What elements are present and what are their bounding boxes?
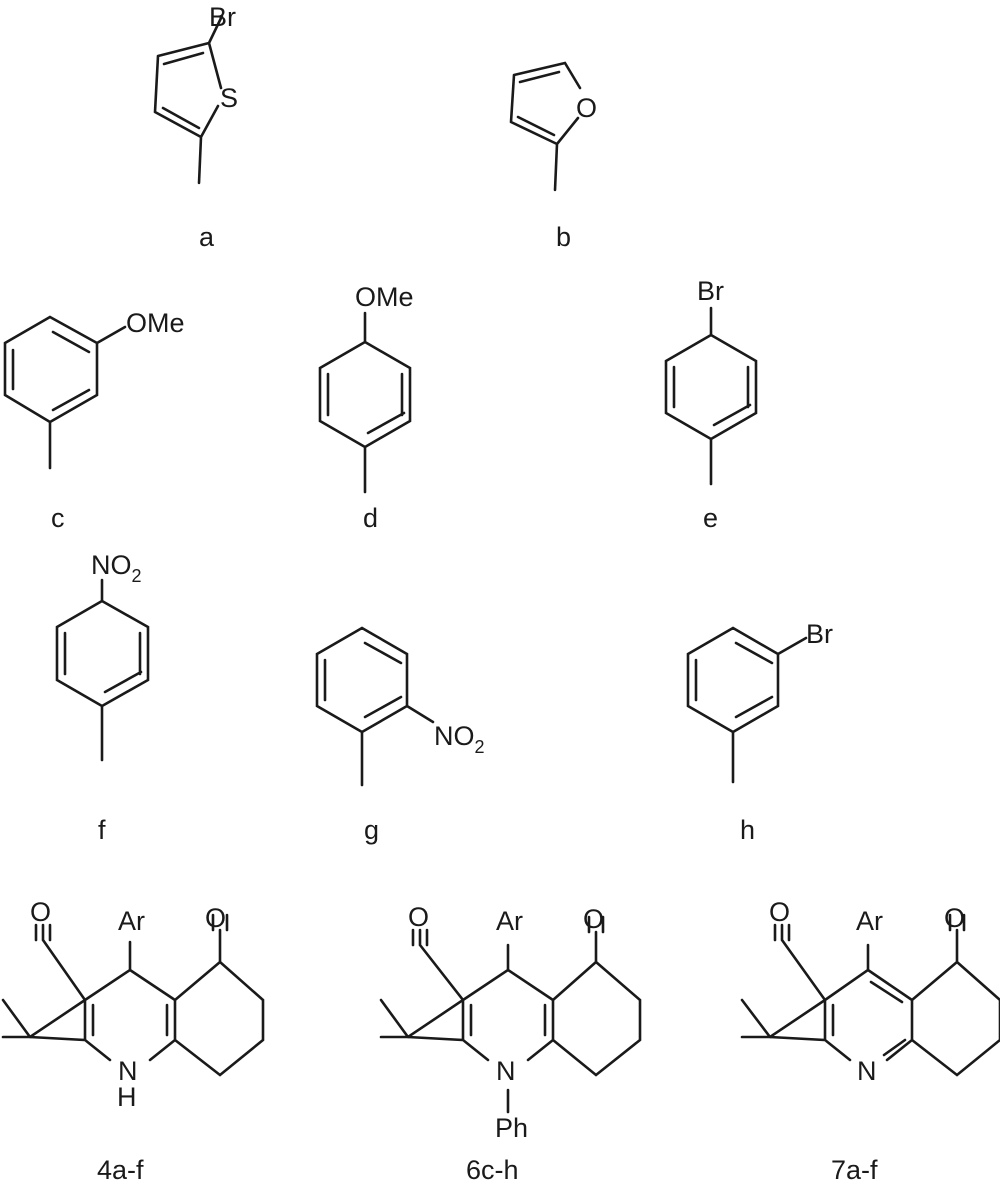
label-b: b (556, 222, 571, 252)
bond (55, 578, 150, 762)
product-7a-f: O Ar O N 7a-f (740, 897, 1000, 1185)
atom-o: O (576, 93, 597, 123)
substituent-d: OMe d (318, 282, 414, 533)
atom-ar: Ar (856, 906, 883, 936)
bond (379, 928, 642, 1114)
bond (509, 61, 582, 192)
atom-no: NO2 (91, 550, 142, 586)
substituent-g: NO2 g (315, 626, 485, 845)
double-bond (411, 915, 605, 1037)
atom-o: O (408, 902, 429, 932)
atom-o: O (583, 904, 604, 934)
atom-br: Br (806, 619, 833, 649)
label-e: e (703, 503, 718, 533)
atom-br: Br (209, 2, 236, 32)
atom-n: N (496, 1056, 516, 1086)
substituent-h: Br h (686, 619, 833, 845)
bond (318, 311, 412, 494)
substituent-b: O b (509, 61, 597, 252)
label-f: f (98, 815, 106, 845)
atom-s: S (220, 83, 238, 113)
bond (315, 626, 435, 787)
atom-ome: OMe (126, 308, 185, 338)
atom-h: H (117, 1082, 137, 1112)
atom-ar: Ar (496, 906, 523, 936)
atom-o: O (30, 897, 51, 927)
label-g: g (364, 815, 379, 845)
label-6c-h: 6c-h (466, 1155, 519, 1185)
bond (3, 315, 127, 470)
atom-n: N (118, 1056, 138, 1086)
bond (686, 626, 808, 784)
atom-o: O (769, 897, 790, 927)
bond (153, 14, 224, 185)
substituent-a: Br S a (153, 2, 238, 252)
substituent-e: Br e (664, 276, 758, 533)
label-7a-f: 7a-f (831, 1155, 878, 1185)
double-bond (34, 913, 229, 1037)
label-d: d (363, 503, 378, 533)
atom-n: N (857, 1056, 877, 1086)
double-bond (773, 913, 966, 1057)
label-4a-f: 4a-f (97, 1155, 144, 1185)
product-6c-h: O Ar O N Ph 6c-h (379, 902, 642, 1185)
substituent-f: NO2 f (55, 550, 150, 845)
bond (664, 306, 758, 486)
bond (740, 923, 1000, 1077)
atom-br: Br (697, 276, 724, 306)
product-4a-f: O Ar O N H 4a-f (1, 897, 265, 1185)
label-a: a (199, 222, 215, 252)
atom-ph: Ph (495, 1113, 528, 1143)
atom-ar: Ar (118, 906, 145, 936)
label-h: h (740, 815, 755, 845)
atom-o: O (205, 903, 226, 933)
bond (1, 923, 265, 1077)
atom-no: NO2 (434, 721, 485, 757)
substituent-c: OMe c (3, 308, 185, 533)
atom-ome: OMe (355, 282, 414, 312)
atom-o: O (944, 903, 965, 933)
label-c: c (51, 503, 65, 533)
